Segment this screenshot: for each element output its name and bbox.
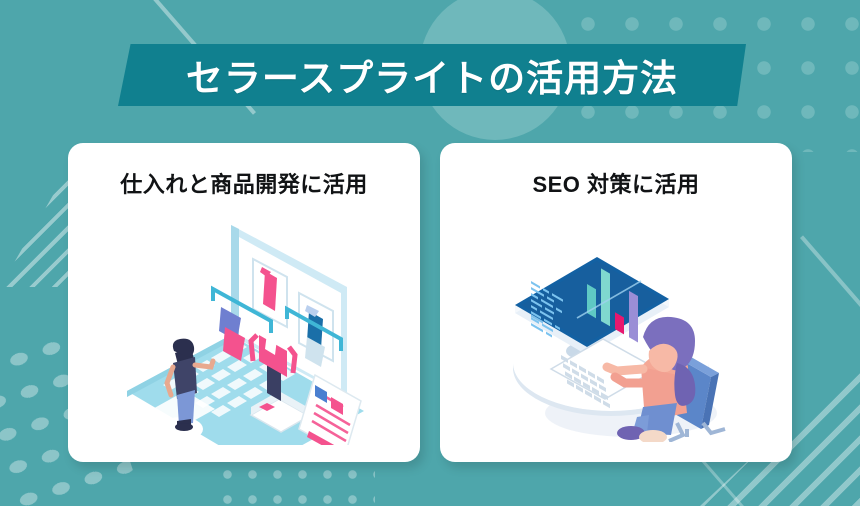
chart-bar [629, 290, 638, 343]
illustration-desk-analytics [440, 205, 792, 454]
laptop-shopping-icon [127, 224, 364, 445]
decor-dots-bottom-center [215, 462, 375, 506]
decor-line-bottom-right [700, 458, 788, 506]
title-banner: セラースプライトの活用方法 [118, 44, 746, 106]
card-title-right: SEO 対策に活用 [532, 172, 700, 197]
page-title: セラースプライトの活用方法 [185, 58, 679, 99]
chart-bar [601, 268, 610, 327]
card-seo-measures[interactable]: SEO 対策に活用 [440, 143, 792, 462]
person-monitor-chart-icon [513, 257, 726, 442]
chart-bar [615, 312, 624, 335]
banner-background [118, 44, 746, 106]
illustration-laptop-shopping [68, 205, 420, 454]
card-sourcing-product-development[interactable]: 仕入れと商品開発に活用 [68, 143, 420, 462]
chart-bar [587, 284, 596, 319]
card-title-left: 仕入れと商品開発に活用 [120, 172, 368, 197]
chart-bars [576, 268, 642, 343]
decor-line-right [800, 235, 860, 329]
